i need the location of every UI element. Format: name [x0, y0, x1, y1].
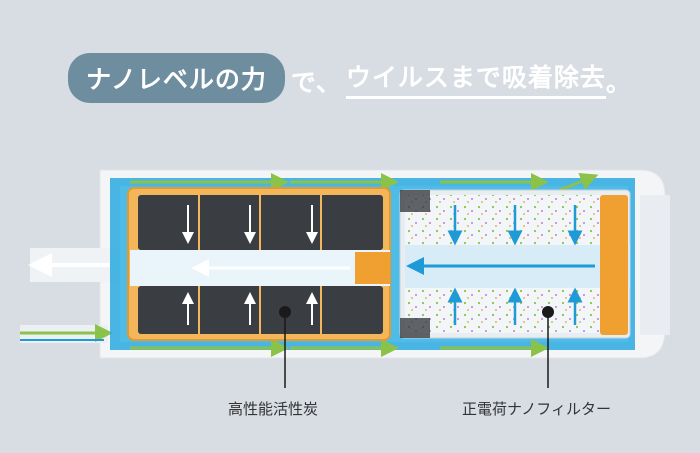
headline-pill: ナノレベルの力: [68, 53, 285, 103]
headline-suffix: 。: [605, 67, 632, 97]
headline-prefix: で、: [290, 67, 342, 97]
callout-carbon-marker: [279, 306, 291, 388]
nano-filter-flow-arrows: [406, 205, 595, 325]
callout-filter-label: 正電荷ナノフィルター: [462, 400, 611, 418]
inlet-pipe: [20, 324, 113, 343]
headline-underlined: ウイルスまで吸着除去: [345, 58, 606, 99]
flow-arrows-outer: [130, 172, 599, 357]
carbon-flow-arrows: [182, 205, 350, 325]
callout-carbon-label: 高性能活性炭: [228, 400, 319, 418]
activated-carbon-cartridge: [127, 187, 391, 341]
callout-filter-marker: [542, 306, 554, 388]
headline: ナノレベルの力 で、 ウイルスまで吸着除去 。: [0, 53, 700, 103]
headline-rest: で、 ウイルスまで吸着除去 。: [291, 58, 632, 99]
